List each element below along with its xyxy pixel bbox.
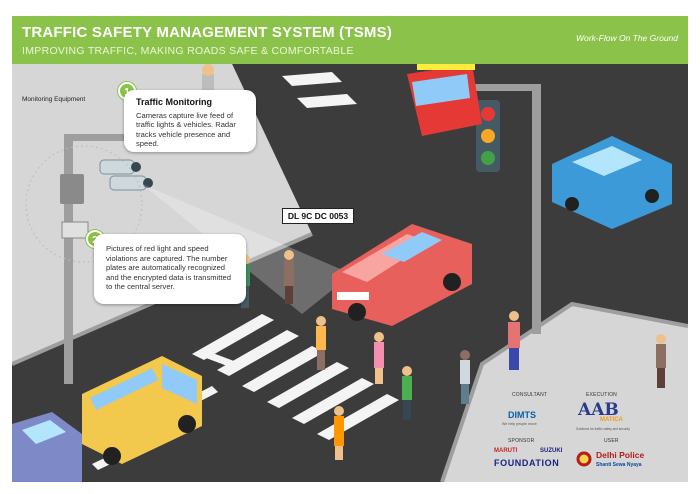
bus xyxy=(407,64,482,136)
pedestrian xyxy=(402,366,412,420)
purple-car xyxy=(12,412,82,482)
callout-text: Pictures of red light and speed violatio… xyxy=(106,244,231,291)
callout-title: Traffic Monitoring xyxy=(136,97,212,107)
maruti-logo: MARUTI xyxy=(494,448,518,454)
blue-car xyxy=(552,136,672,229)
pedestrian xyxy=(374,332,384,384)
street-scene: Monitoring Equipment DL 9C DC 0053 1 Tra… xyxy=(12,64,688,482)
aab-logo: AAB xyxy=(578,400,619,420)
suzuki-logo: SUZUKI xyxy=(540,448,563,454)
police-emblem-icon xyxy=(576,451,592,467)
matica-logo: MATICA xyxy=(600,417,623,423)
execution-label: EXECUTION xyxy=(586,392,617,398)
camera-pole xyxy=(64,134,73,384)
callout-traffic-monitoring: Traffic Monitoring Cameras capture live … xyxy=(124,90,256,152)
camera-view-cone xyxy=(142,184,352,314)
signal-pole xyxy=(532,84,541,334)
curb-right xyxy=(440,301,688,482)
red-pickup-truck xyxy=(332,224,472,326)
pedestrian xyxy=(316,316,326,370)
pedestrian xyxy=(508,311,520,370)
dimts-logo: DIMTS xyxy=(508,410,536,420)
page-title: TRAFFIC SAFETY MANAGEMENT SYSTEM (TSMS) xyxy=(22,24,393,41)
header-banner: TRAFFIC SAFETY MANAGEMENT SYSTEM (TSMS) … xyxy=(12,16,688,64)
sponsor-label: SPONSOR xyxy=(508,438,535,444)
radar-unit xyxy=(61,221,89,239)
aab-tagline: Solutions for traffic safety and securit… xyxy=(576,427,630,431)
amber-light-icon xyxy=(481,129,495,143)
delhi-police-logo: Delhi Police xyxy=(596,450,645,460)
consultant-label: CONSULTANT xyxy=(512,392,548,398)
pedestrian xyxy=(460,350,470,404)
signal-arm xyxy=(442,84,537,91)
pedestrian xyxy=(656,334,666,388)
user-label: USER xyxy=(604,438,619,444)
infographic-frame: TRAFFIC SAFETY MANAGEMENT SYSTEM (TSMS) … xyxy=(12,16,688,482)
number-plate-label: DL 9C DC 0053 xyxy=(282,208,354,224)
foundation-logo: FOUNDATION xyxy=(494,458,560,468)
pedestrian xyxy=(202,64,214,90)
red-light-icon xyxy=(481,107,495,121)
camera-icon xyxy=(99,159,153,191)
camera-arm xyxy=(64,134,136,141)
callout-violation-capture: Pictures of red light and speed violatio… xyxy=(94,234,246,304)
delhi-police-tagline: Shanti Sewa Nyaya xyxy=(596,462,642,468)
pedestrian xyxy=(284,250,294,304)
callout-text: Cameras capture live feed of traffic lig… xyxy=(136,110,236,149)
partner-logos: CONSULTANT DIMTS We help people move EXE… xyxy=(490,380,688,482)
pedestrian xyxy=(334,406,344,460)
control-box xyxy=(60,174,84,204)
monitoring-equipment-label: Monitoring Equipment xyxy=(22,96,86,103)
street-illustration xyxy=(12,64,688,482)
monitoring-range xyxy=(25,145,143,263)
workflow-label: Work-Flow On The Ground xyxy=(575,33,678,43)
corner-sidewalk-right xyxy=(442,304,688,482)
page-subtitle: IMPROVING TRAFFIC, MAKING ROADS SAFE & C… xyxy=(22,45,354,57)
yellow-van xyxy=(82,356,202,465)
green-light-icon xyxy=(481,151,495,165)
dimts-tagline: We help people move xyxy=(502,422,537,426)
zebra-crossing-top xyxy=(282,72,357,108)
